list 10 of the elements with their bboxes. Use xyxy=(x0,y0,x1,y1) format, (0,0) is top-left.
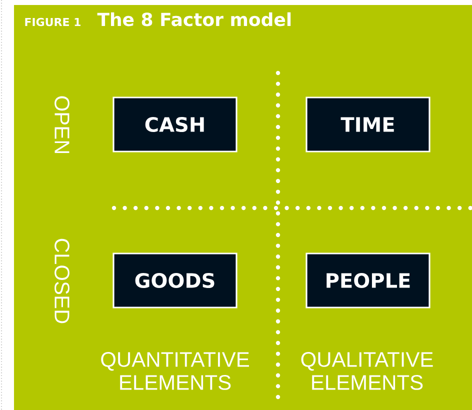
factor-box: CASH xyxy=(112,96,238,152)
column-label: QUANTITATIVE ELEMENTS xyxy=(101,352,249,390)
figure-label: FIGURE 1 xyxy=(25,18,80,26)
row-label: CLOSED xyxy=(54,238,70,324)
column-label: QUALITATIVE ELEMENTS xyxy=(301,352,433,390)
factor-box: GOODS xyxy=(112,252,238,308)
factor-box: TIME xyxy=(306,96,430,152)
factor-box: PEOPLE xyxy=(306,252,430,308)
row-label: OPEN xyxy=(54,96,70,154)
figure-title: The 8 Factor model xyxy=(97,12,291,26)
